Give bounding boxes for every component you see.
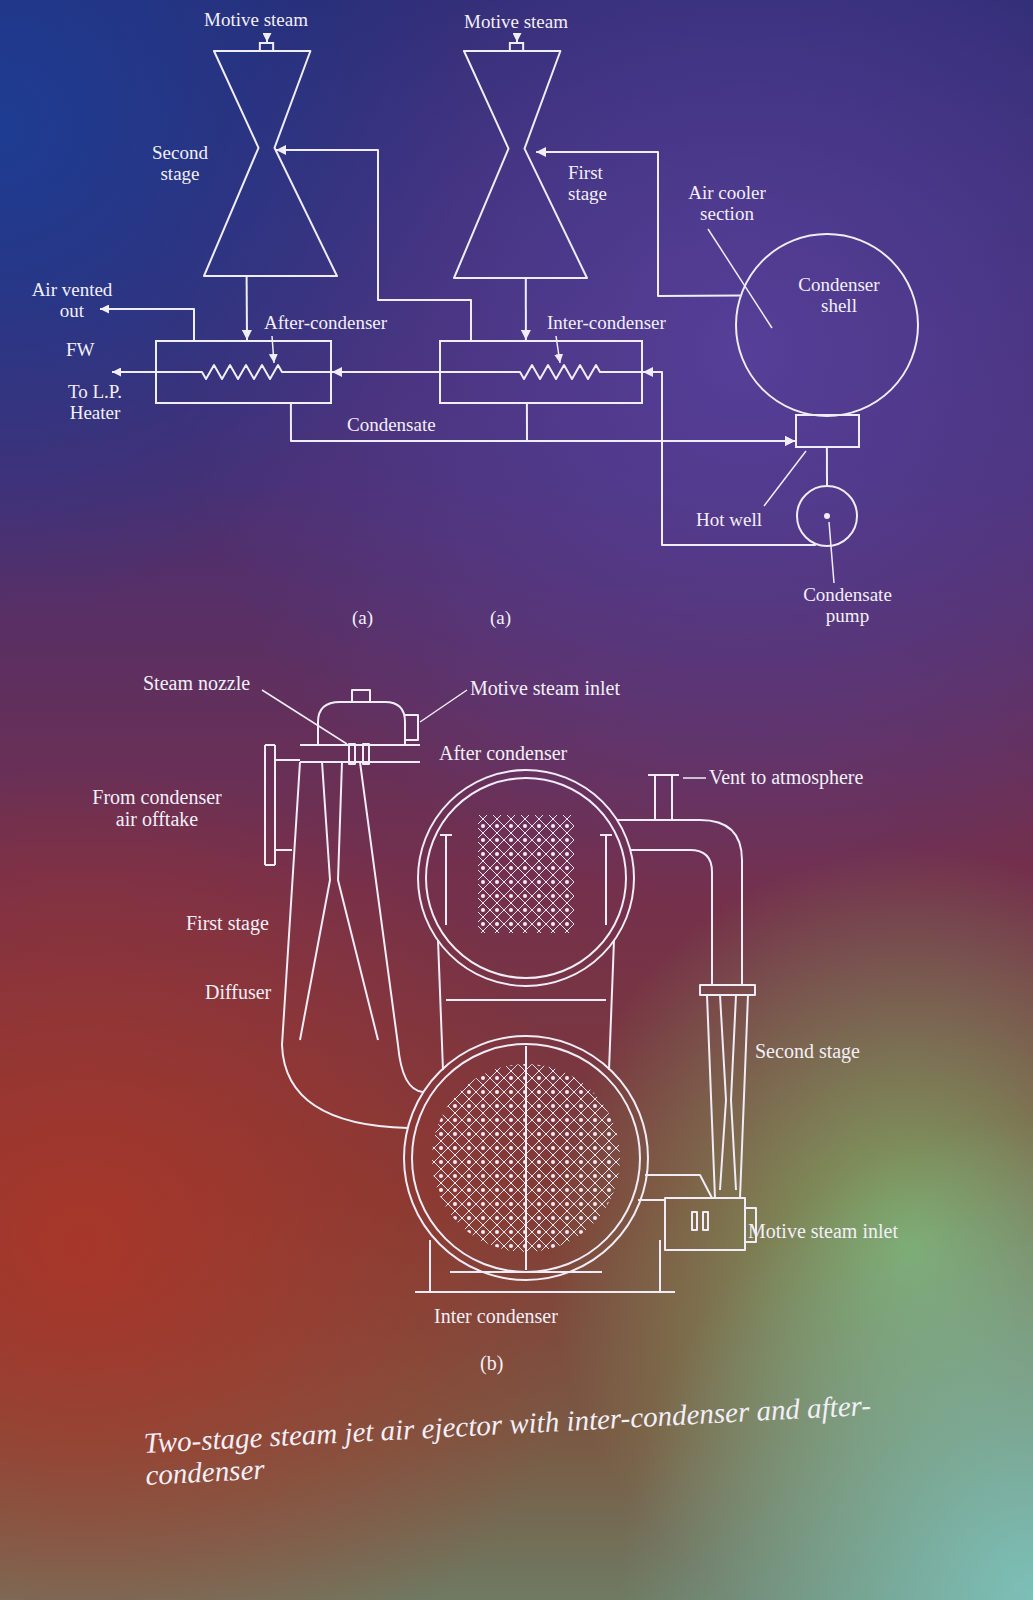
nozzle-housing <box>665 1198 745 1250</box>
cooling-coil <box>155 365 332 379</box>
pipe-connector <box>536 152 740 296</box>
baffle <box>440 835 612 925</box>
steam-nozzle <box>363 744 369 764</box>
schematic-lines <box>100 34 834 583</box>
steam-arrow <box>266 34 268 42</box>
callout-label: Vent to atmosphere <box>709 766 863 788</box>
condenser-box: After-condenser <box>155 340 332 404</box>
node-label: After-condenser <box>264 313 387 334</box>
condensate-pump-circle <box>797 486 857 546</box>
feedwater-line <box>112 371 155 373</box>
ejector-outline <box>454 51 587 278</box>
nozzle-stub <box>510 43 523 51</box>
leader-line <box>262 690 347 744</box>
suction-pipe <box>638 1175 712 1200</box>
support-base <box>415 1240 675 1292</box>
housing-flange <box>300 745 420 762</box>
second-stage-casing <box>707 995 748 1198</box>
ejector-nozzle-outline <box>454 51 587 278</box>
figure-tag: (a) <box>490 608 511 629</box>
pump-shaft <box>824 513 830 519</box>
diffuser-bend <box>282 1045 423 1128</box>
node-label: Condenser shell <box>783 275 895 317</box>
condenser-shell-circle <box>736 234 918 416</box>
part-label: First stage <box>186 912 269 934</box>
part-label: Diffuser <box>205 981 271 1003</box>
node-label: Second stage <box>140 143 220 185</box>
nozzle-stub <box>260 43 273 51</box>
elbow-pipe <box>617 820 742 985</box>
vent-pipe <box>648 775 679 820</box>
ejector-outline <box>204 51 337 276</box>
hot-well: Hot well <box>795 414 860 448</box>
inter-condenser-shell <box>404 1036 648 1280</box>
leader-line <box>420 690 467 722</box>
steam-nozzle <box>703 1212 708 1230</box>
inter-condenser-shell <box>412 1044 640 1272</box>
outlet-label: To L.P. Heater <box>50 382 140 424</box>
baffle <box>525 1046 527 1270</box>
steam-arrow <box>516 34 518 42</box>
condensate-pump: Condensate pump <box>796 485 858 547</box>
outlet-label: FW <box>66 340 95 361</box>
cooling-coil <box>439 365 643 379</box>
after-condenser-shell <box>418 770 634 986</box>
condenser-box: Inter-condenser <box>439 340 643 404</box>
callout-label: Steam nozzle <box>143 672 250 694</box>
steam-inlet-stub <box>405 715 418 740</box>
diffuser-casing <box>282 762 398 1045</box>
flow-label: Condensate <box>347 415 436 436</box>
ejector-nozzle-outline <box>204 51 337 276</box>
second-stage-throat <box>720 995 736 1190</box>
part-label: Inter condenser <box>434 1305 558 1327</box>
part-label: After condenser <box>439 742 567 764</box>
steam-nozzle <box>692 1212 697 1230</box>
tube-bundle <box>478 815 574 933</box>
callout-label: Air cooler section <box>672 183 782 225</box>
after-condenser-shell <box>426 778 626 978</box>
inlet-label: Motive steam <box>204 10 308 31</box>
condenser-shell-outline <box>735 233 919 417</box>
node-label: First stage <box>568 163 628 205</box>
node-label: Hot well <box>696 510 762 531</box>
condenser-shell: Condenser shell <box>735 233 919 417</box>
inlet-label: Motive steam <box>464 12 568 33</box>
ejector-drawing <box>262 690 756 1292</box>
part-label: Second stage <box>755 1040 860 1062</box>
pipe-connector <box>291 404 795 441</box>
ejector-nozzle: Second stage <box>204 51 337 276</box>
ejector-nozzle: First stage <box>454 51 587 278</box>
figure-tag: (a) <box>352 608 373 629</box>
leader-line <box>708 229 772 328</box>
node-label: Inter-condenser <box>547 313 666 334</box>
leader-line <box>829 522 834 583</box>
leader-line <box>764 451 806 506</box>
steam-nozzle <box>349 744 355 764</box>
pipe-connector <box>246 276 248 340</box>
leader-line <box>683 777 706 779</box>
pipe-connector <box>527 404 795 441</box>
pipe-connector <box>643 372 816 545</box>
part-label: From condenser air offtake <box>83 786 231 830</box>
diffuser-throat <box>300 762 378 1040</box>
air-vent-line <box>100 309 194 340</box>
figure-tag: (b) <box>480 1352 503 1374</box>
pipe-connector <box>276 150 471 340</box>
part-label: Motive steam inlet <box>748 1220 898 1242</box>
housing-cap <box>352 690 370 702</box>
nozzle-housing <box>318 702 405 745</box>
figure-caption: Two-stage steam jet air ejector with int… <box>143 1387 925 1492</box>
pipe-connector <box>826 448 828 485</box>
outlet-label: Air vented out <box>22 280 122 322</box>
callout-label: Motive steam inlet <box>470 677 620 699</box>
condensate-pump-outline <box>796 485 858 547</box>
pipe-connector <box>525 278 527 340</box>
node-label: Condensate pump <box>790 585 905 627</box>
diffuser-flange <box>700 985 755 995</box>
pipe-connector <box>332 371 439 373</box>
